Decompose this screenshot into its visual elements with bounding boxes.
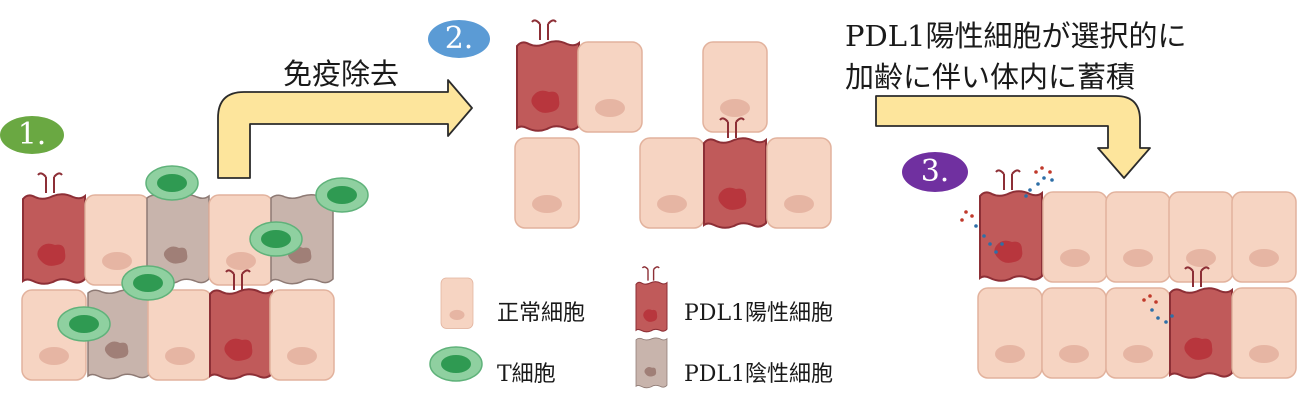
normal-cell xyxy=(977,287,1043,379)
step-3-badge: 3. xyxy=(902,152,968,192)
normal-cell xyxy=(1041,287,1107,379)
normal-cell xyxy=(514,137,580,229)
legend-normal-cell-swatch xyxy=(440,277,474,329)
pdl1-positive-cell xyxy=(22,193,86,285)
step-1-badge: 1. xyxy=(0,116,64,154)
secreted-molecules xyxy=(960,166,1174,324)
process-arrow-icon xyxy=(875,95,1151,179)
step-1-label: 1. xyxy=(17,117,47,152)
pdl1-receptor-icon xyxy=(37,172,63,194)
normal-cell xyxy=(1168,191,1234,283)
legend-t-cell-swatch xyxy=(429,346,483,382)
immune-clearance-caption: 免疫除去 xyxy=(283,57,400,91)
legend-pdl1-positive-label: PDL1陽性細胞 xyxy=(684,301,834,326)
pdl1-positive-cell xyxy=(1169,287,1233,379)
normal-cell xyxy=(1231,287,1297,379)
normal-cell xyxy=(1231,191,1297,283)
t-cell xyxy=(57,306,111,342)
pdl1-receptor-icon xyxy=(531,19,557,41)
pdl1-positive-cell xyxy=(703,137,767,229)
normal-cell xyxy=(702,41,768,133)
accumulation-caption-line1: PDL1陽性細胞が選択的に xyxy=(845,19,1187,53)
panel-1-tissue xyxy=(21,165,369,381)
normal-cell xyxy=(639,137,705,229)
normal-cell xyxy=(147,289,213,381)
step-2-label: 2. xyxy=(444,21,474,56)
panel-2-tissue xyxy=(514,19,832,229)
pdl1-positive-cell xyxy=(209,288,273,380)
normal-cell xyxy=(577,41,643,133)
normal-cell xyxy=(1105,191,1171,283)
step-2-badge: 2. xyxy=(428,20,490,58)
step-3-label: 3. xyxy=(920,154,950,189)
accumulation-caption-line2: 加齢に伴い体内に蓄積 xyxy=(845,60,1136,94)
t-cell xyxy=(121,265,175,301)
panel-3-tissue xyxy=(960,166,1297,379)
t-cell xyxy=(315,177,369,213)
pdl1-receptor-icon xyxy=(641,266,660,282)
t-cell xyxy=(249,221,303,257)
legend-pdl1-negative-label: PDL1陰性細胞 xyxy=(684,362,834,387)
t-cell xyxy=(145,165,199,201)
legend-normal-cell-label: 正常細胞 xyxy=(497,301,586,326)
process-arrow-icon xyxy=(217,79,473,179)
pdl1-receptor-icon xyxy=(995,169,1021,191)
pdl1-positive-cell xyxy=(979,190,1043,282)
legend-pdl1-positive-swatch xyxy=(635,281,668,333)
normal-cell xyxy=(766,137,832,229)
legend-t-cell-label: T細胞 xyxy=(497,362,556,387)
normal-cell xyxy=(1042,191,1108,283)
legend-pdl1-negative-swatch xyxy=(635,337,668,389)
normal-cell xyxy=(1105,287,1171,379)
normal-cell xyxy=(269,289,335,381)
pdl1-positive-cell xyxy=(516,40,580,132)
